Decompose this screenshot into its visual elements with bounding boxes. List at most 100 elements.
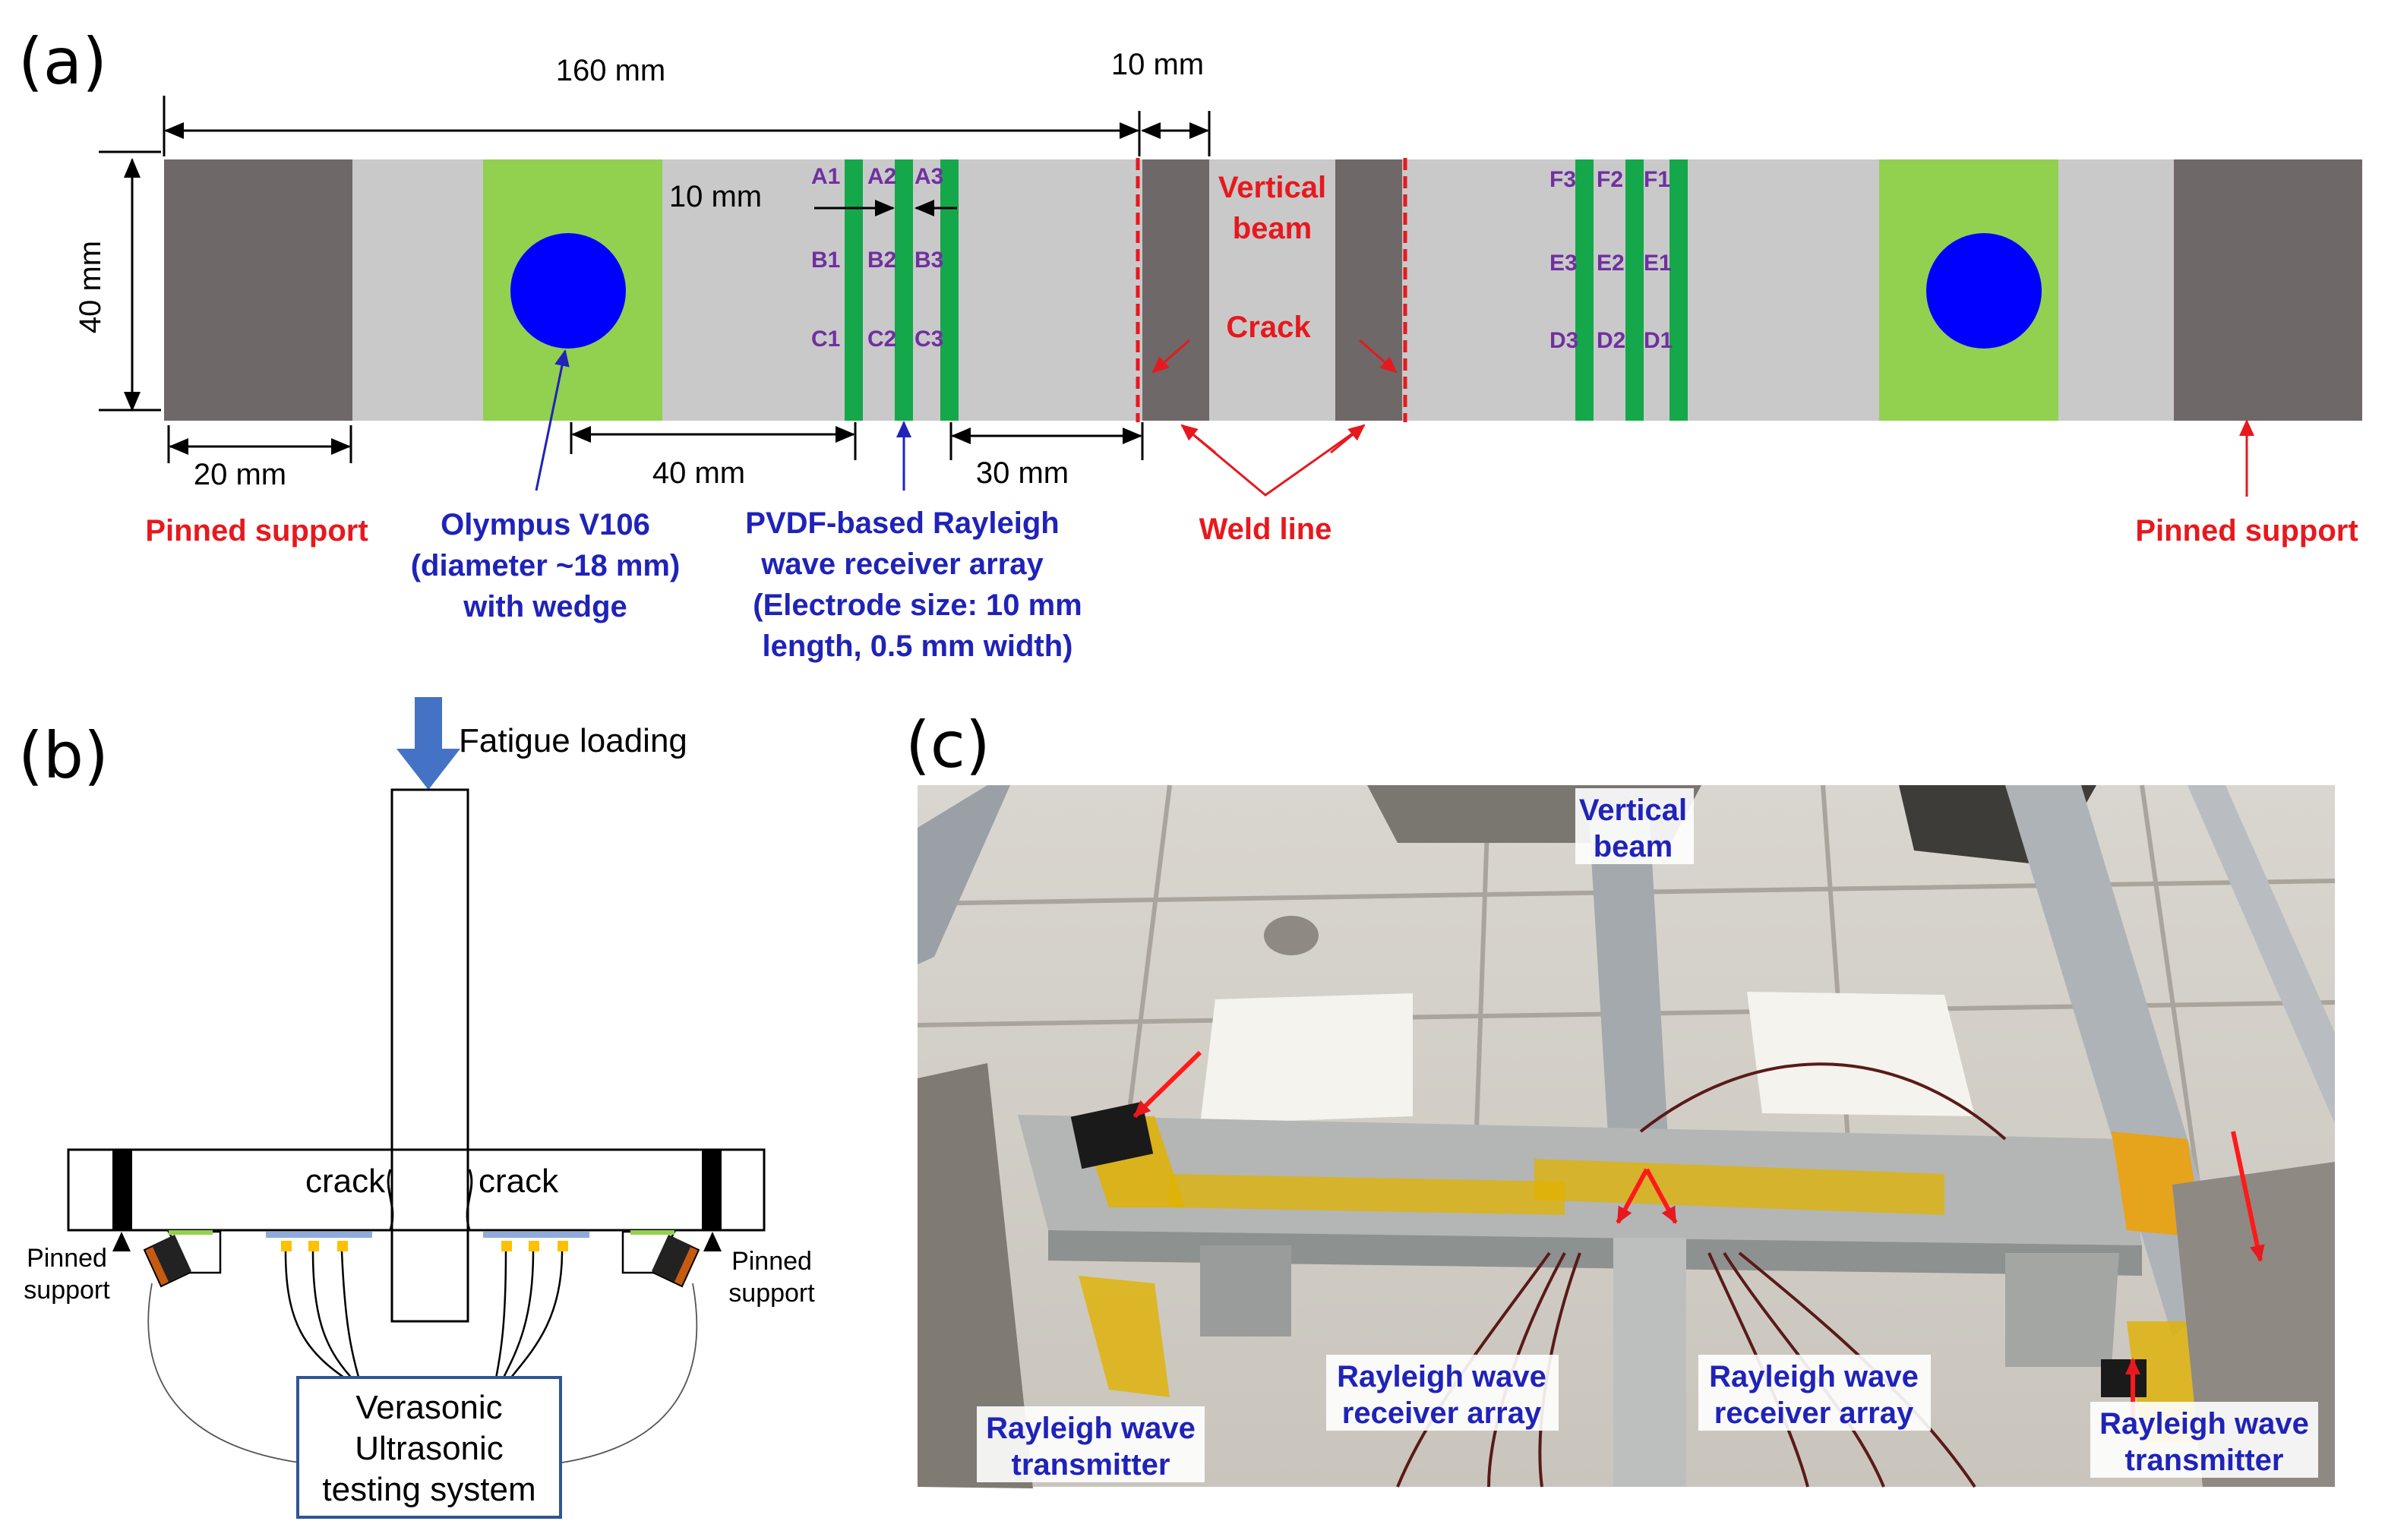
photo-label-box: [1326, 1355, 1559, 1431]
specimen-beam-face: [1048, 1230, 2142, 1276]
system-label-line3: testing system: [322, 1471, 535, 1508]
fatigue-loading-label: Fatigue loading: [459, 722, 687, 759]
cable: [500, 1251, 535, 1383]
cable: [507, 1251, 564, 1383]
support-block: [1200, 1245, 1291, 1336]
array-pad: [558, 1241, 568, 1251]
electrode-label: D2: [1597, 328, 1625, 353]
array-film: [483, 1232, 589, 1238]
electrode-label: C2: [867, 327, 896, 352]
receiver-array-schematic-right: [483, 1232, 589, 1251]
crack-label: Crack: [1226, 311, 1311, 344]
pinned-support-label-left: Pinned support: [145, 514, 368, 548]
photo-arrow: [1644, 1168, 1678, 1224]
ceiling-light: [1747, 992, 1975, 1116]
photo-receiver-right-line2: receiver array: [1714, 1396, 1914, 1430]
photo-vertical-beam-line2: beam: [1594, 830, 1673, 863]
support-left: [164, 159, 352, 421]
crack-arrow-right: [1359, 339, 1398, 374]
vertical-beam-left-flange: [1142, 159, 1209, 421]
crack-squiggle-right: [466, 1169, 473, 1231]
dim-label-40mm-width: 40 mm: [74, 241, 107, 333]
cable: [147, 1283, 300, 1463]
electrode-label: F1: [1644, 167, 1670, 192]
transducer-right: [1926, 233, 2042, 349]
pinned-label-left-line1: Pinned: [27, 1244, 107, 1273]
vertical-beam-label-line1: Vertical: [1218, 171, 1326, 204]
array-pad: [501, 1241, 512, 1251]
electrode-label: E2: [1597, 251, 1625, 276]
ceiling-light: [1200, 993, 1413, 1124]
system-label-line2: Ultrasonic: [355, 1430, 504, 1467]
transducer-label-line2: (diameter ~18 mm): [411, 549, 681, 582]
electrode-label: B2: [867, 248, 896, 273]
wedge-transducer-left: [143, 1230, 222, 1288]
photo-receiver-left-line1: Rayleigh wave: [1337, 1360, 1546, 1393]
electrode-strip: [1625, 159, 1644, 421]
photo-transducer-left: [1070, 1101, 1154, 1169]
grid-line: [2140, 784, 2205, 1216]
schematic-vertical-beam-cover: [393, 1151, 466, 1229]
pinned-label-left-line2: support: [24, 1276, 110, 1305]
machine-post: [918, 785, 1010, 964]
experiment-photo: Vertical beam Rayleigh wave receiver arr…: [917, 784, 2336, 1488]
electrode-label: C1: [811, 327, 840, 352]
support-block: [918, 1063, 1033, 1488]
dim-label-20mm: 20 mm: [194, 458, 286, 491]
system-label-line1: Verasonic: [355, 1389, 502, 1426]
vertical-beam-label-line2: beam: [1233, 212, 1313, 245]
pinned-label-right-line1: Pinned: [731, 1247, 812, 1276]
ceiling-speaker: [1264, 916, 1319, 955]
support-block: [2005, 1253, 2119, 1367]
verasonic-system-box: [296, 1376, 562, 1519]
wedge-case: [152, 1235, 191, 1282]
photo-label-box: [1698, 1355, 1931, 1431]
receiver-array-label-line3: (Electrode size: 10 mm: [753, 589, 1082, 622]
cable: [284, 1251, 352, 1384]
support-right: [2174, 159, 2362, 421]
kapton-tape: [1534, 1159, 1944, 1215]
machine-post: [2188, 785, 2335, 1124]
schematic-cables-thin: [147, 1283, 698, 1463]
wire: [1639, 1062, 2007, 1141]
electrode-strip: [895, 159, 913, 421]
receiver-array-label-line4: length, 0.5 mm width): [763, 630, 1073, 663]
schematic-cables: [284, 1251, 564, 1384]
photo-arrow: [1132, 1050, 1202, 1119]
electrode-array-left: [845, 159, 959, 421]
photo-red-arrows: [1132, 1050, 2265, 1428]
photo-label-box: [1575, 788, 1694, 864]
electrode-label: F3: [1549, 167, 1576, 192]
photo-arrow: [2231, 1131, 2265, 1262]
kapton-tape: [1079, 1276, 1170, 1397]
wedge-green-pad: [169, 1230, 213, 1235]
photo-label-box: [977, 1406, 1205, 1482]
electrode-label: D3: [1549, 328, 1578, 353]
transducer-pointer: [535, 349, 570, 491]
photo-transmitter-right-line2: transmitter: [2125, 1444, 2284, 1477]
receiver-array-label-line2: wave receiver array: [760, 548, 1044, 581]
support-bar-left: [112, 1150, 132, 1230]
array-film: [266, 1232, 372, 1238]
photo-vertical-beam-line1: Vertical: [1579, 794, 1687, 827]
photo-transmitter-left-line1: Rayleigh wave: [986, 1412, 1196, 1445]
schematic-vertical-beam: [390, 788, 469, 1323]
electrode-strip: [845, 159, 863, 421]
electrode-label: D1: [1644, 328, 1673, 353]
pin-triangle-right: [703, 1232, 722, 1251]
transducer-label-line3: with wedge: [463, 590, 627, 623]
kapton-tape: [1170, 1174, 1565, 1215]
photo-transmitter-right-line1: Rayleigh wave: [2099, 1407, 2309, 1441]
electrode-strip: [940, 159, 959, 421]
support-bar-right: [702, 1150, 722, 1230]
transducer-label-line1: Olympus V106: [441, 508, 650, 541]
weld-arrow-left: [1180, 424, 1216, 454]
electrode-strip: [1575, 159, 1594, 421]
array-pad: [308, 1241, 319, 1251]
transducer-left: [510, 233, 626, 349]
specimen-vertical-beam: [1589, 820, 1668, 1147]
photo-receiver-left-line2: receiver array: [1342, 1396, 1542, 1430]
electrode-label: A1: [811, 164, 840, 189]
wedge-transducer-right: [621, 1230, 700, 1288]
